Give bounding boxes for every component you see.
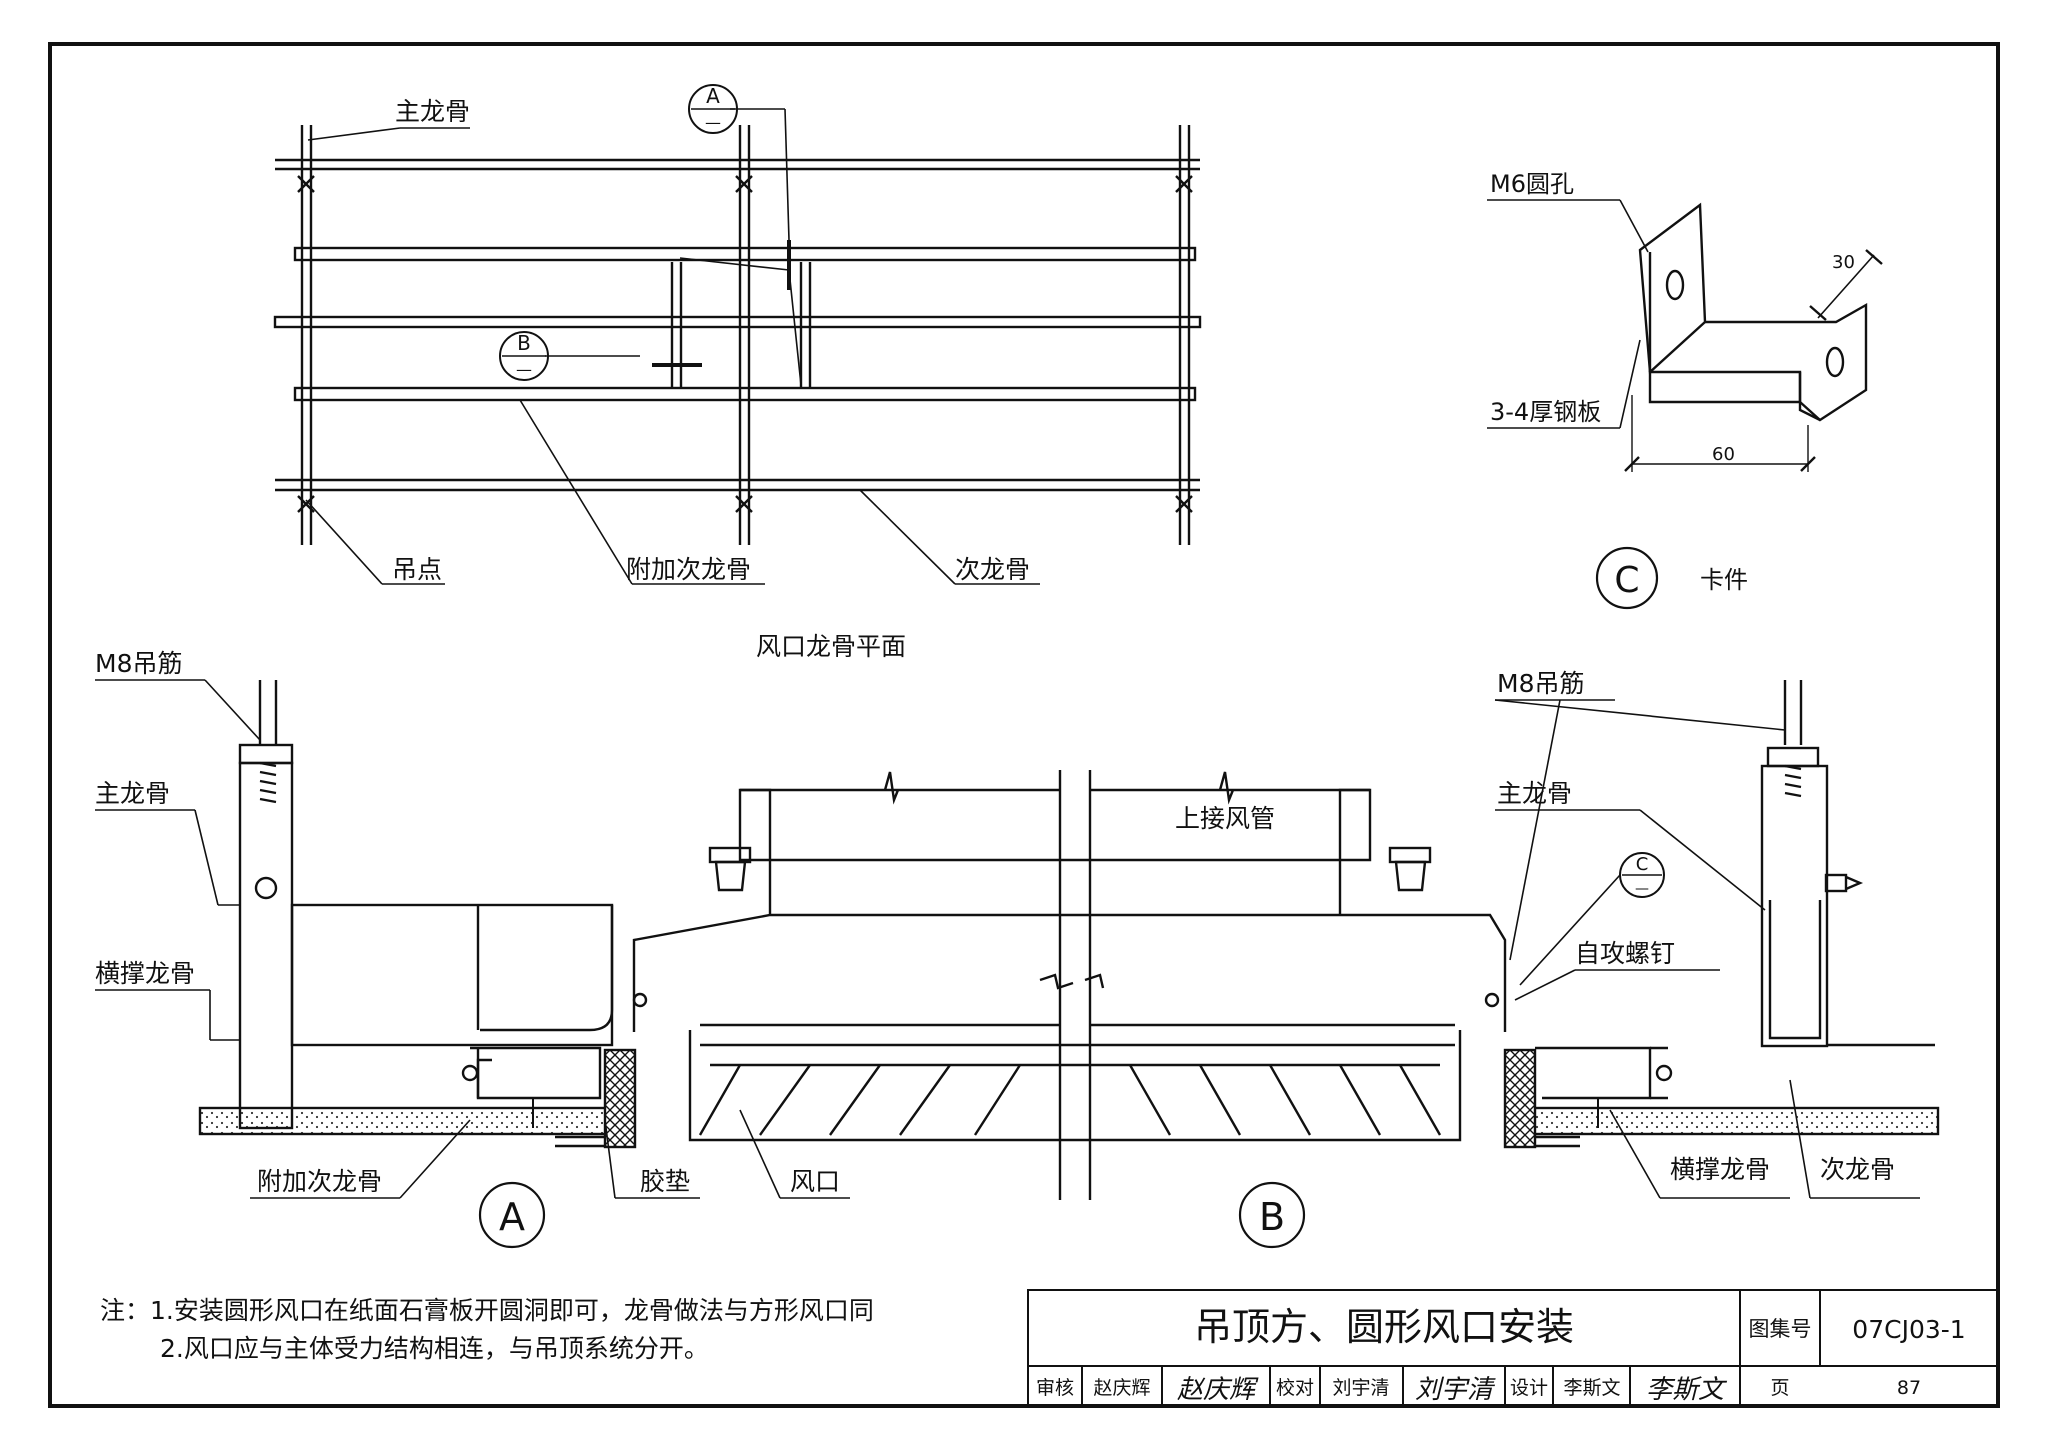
section-mark-a: A [499, 1195, 525, 1239]
title-block [1027, 1289, 1999, 1407]
section-label-main-left: 主龙骨 [95, 779, 170, 808]
section-label-main-right: 主龙骨 [1497, 779, 1572, 808]
designer-name: 李斯文 [1563, 1377, 1620, 1399]
atlas-label: 图集号 [1749, 1317, 1812, 1341]
checker-signature: 刘宇清 [1415, 1375, 1496, 1405]
detail-c-dim-bottom: 60 [1712, 444, 1735, 465]
detail-c-title: 卡件 [1700, 566, 1748, 594]
detail-c-clip [1487, 199, 1883, 610]
plan-label-main-runner: 主龙骨 [395, 97, 470, 126]
section-label-screw: 自攻螺钉 [1575, 939, 1675, 968]
section-mark-c: C [1636, 854, 1649, 875]
section-view [95, 679, 1940, 1249]
plan-label-additional-runner: 附加次龙骨 [626, 555, 751, 584]
note-line-2: 2.风口应与主体受力结构相连，与吊顶系统分开。 [160, 1334, 709, 1363]
detail-c-hole-label: M6圆孔 [1490, 170, 1574, 198]
plan-section-mark-b: B [517, 331, 531, 355]
page-label: 页 [1770, 1377, 1789, 1399]
detail-c-dim-top: 30 [1832, 252, 1855, 273]
section-label-rod-left: M8吊筋 [95, 649, 182, 678]
plan-section-mark-a: A [706, 84, 720, 108]
section-label-cross-right: 横撑龙骨 [1670, 1155, 1770, 1184]
section-label-vent: 风口 [790, 1167, 840, 1196]
sheet-border [48, 42, 2000, 1408]
section-label-rod-right: M8吊筋 [1497, 669, 1584, 698]
reviewer-name: 赵庆辉 [1093, 1377, 1150, 1399]
section-labels: M8吊筋 主龙骨 横撑龙骨 上接风管 M8吊筋 主龙骨 自攻螺钉 附加次龙骨 胶… [95, 649, 1895, 1239]
plan-section-mark-a-sub: — [705, 113, 721, 132]
section-label-gasket: 胶垫 [640, 1167, 690, 1196]
section-label-secondary-right: 次龙骨 [1820, 1155, 1895, 1184]
section-label-cross-left: 横撑龙骨 [95, 959, 195, 988]
check-label: 校对 [1276, 1377, 1314, 1399]
note-line-1: 注：1.安装圆形风口在纸面石膏板开圆洞即可，龙骨做法与方形风口同 [100, 1296, 874, 1325]
designer-signature: 李斯文 [1646, 1375, 1728, 1405]
plan-section-mark-b-sub: — [516, 360, 532, 379]
plan-label-secondary-runner: 次龙骨 [955, 555, 1030, 584]
detail-c-labels: M6圆孔 3-4厚钢板 30 60 C 卡件 [1490, 170, 1855, 601]
section-label-duct: 上接风管 [1175, 804, 1275, 833]
drawing-title: 吊顶方、圆形风口安装 [1194, 1305, 1574, 1349]
plan-view [273, 84, 1202, 585]
plan-labels: 主龙骨 吊点 附加次龙骨 次龙骨 风口龙骨平面 A — B — [392, 84, 1030, 661]
plan-label-hanger-point: 吊点 [392, 555, 442, 584]
page-number: 87 [1897, 1377, 1921, 1399]
review-label: 审核 [1036, 1377, 1074, 1399]
design-label: 设计 [1510, 1377, 1548, 1399]
title-block-text: 吊顶方、圆形风口安装 图集号 07CJ03-1 审核 赵庆辉 赵庆辉 校对 刘宇… [1036, 1305, 1966, 1405]
section-mark-c-sub: — [1635, 881, 1649, 897]
plan-caption: 风口龙骨平面 [756, 632, 906, 661]
detail-c-mark: C [1614, 560, 1639, 601]
reviewer-signature: 赵庆辉 [1177, 1375, 1259, 1405]
detail-c-plate-label: 3-4厚钢板 [1490, 398, 1601, 426]
section-label-add-runner: 附加次龙骨 [257, 1167, 382, 1196]
section-mark-b: B [1259, 1195, 1285, 1239]
atlas-number: 07CJ03-1 [1852, 1315, 1965, 1344]
checker-name: 刘宇清 [1332, 1377, 1389, 1399]
